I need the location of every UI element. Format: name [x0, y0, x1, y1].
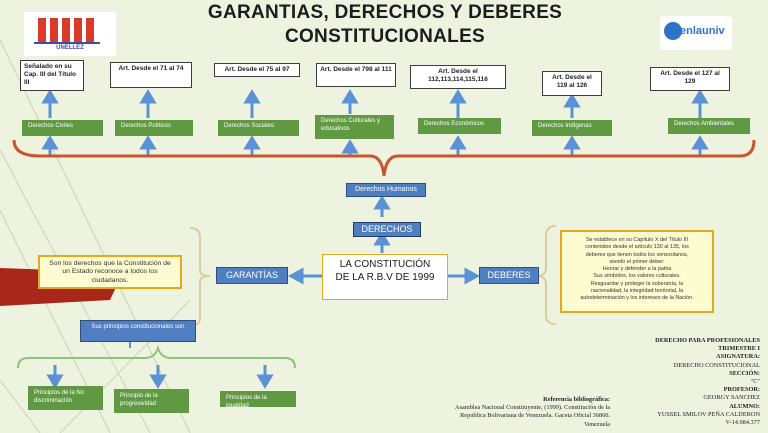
enlauniv-logo-text: enlauniv [680, 25, 725, 37]
constitucion-box: LA CONSTITUCIÓN DE LA R.B.V DE 1999 [322, 254, 448, 300]
title-line-2: CONSTITUCIONALES [284, 26, 486, 47]
info-alumno: YUSSEL SMILOV PEÑA CALDERON [657, 410, 760, 418]
info-asignatura: DERECHO CONSTITUCIONAL [673, 361, 760, 369]
deberes-note-line: autodeterminación y los intereses de la … [580, 295, 694, 302]
deberes-box: DEBERES [479, 267, 539, 284]
reference-label: Referencia bibliográfica: [543, 396, 610, 403]
title-line-1: GARANTIAS, DERECHOS Y DEBERES [207, 2, 563, 23]
unellez-logo-icon [34, 18, 100, 44]
top-box-5: Art. Desde el 112,113,114,115,116 [410, 65, 506, 89]
info-seccion-label: SECCIÓN: [729, 369, 760, 377]
reference-line: Venezuela [584, 420, 610, 428]
category-derechos-culturales: Derechos Culturales y educativos [315, 115, 394, 139]
deberes-note: Se establece en su Capítulo X del Título… [560, 230, 714, 313]
derechos-humanos-box: Derechos Humanos [346, 183, 426, 197]
category-derechos-civiles: Derechos Civiles [22, 120, 103, 136]
course-info: DERECHO PARA PROFESIONALES TRIMESTRE I A… [596, 337, 760, 427]
info-asignatura-label: ASIGNATURA: [716, 353, 760, 361]
principios-label-box: Sus principios constitucionales son [80, 320, 196, 342]
principio-no-discriminacion: Principios de la No discriminación [28, 386, 103, 410]
deberes-note-line: Sus símbolos, los valores culturales. [593, 273, 681, 280]
deberes-note-line: deberes que tienen todos los venezolanos… [585, 251, 689, 258]
reference-block: Referencia bibliográfica: Asamblea Nacio… [414, 396, 610, 429]
deberes-note-line: Honrar y defender a la patria [602, 266, 672, 273]
info-alumno-label: ALUMNO: [729, 402, 760, 410]
unellez-logo: UNELLEZ [24, 12, 116, 56]
unellez-logo-text: UNELLEZ [56, 45, 84, 51]
globe-icon [664, 22, 682, 40]
top-box-6: Art. Desde el 119 al 126 [542, 71, 602, 96]
category-derechos-economicos: Derechos Económicos [418, 118, 501, 134]
info-seccion: "C" [750, 378, 760, 386]
category-derechos-politicos: Derechos Políticos [115, 120, 193, 136]
top-box-3: Art. Desde el 75 al 97 [214, 63, 300, 77]
reference-line: Asamblea Nacional Constituyente, (1999).… [455, 404, 610, 412]
category-derechos-sociales: Derechos Sociales [218, 120, 299, 136]
derechos-box: DERECHOS [353, 222, 421, 237]
category-derechos-ambientales: Derechos Ambientales [668, 118, 750, 134]
top-box-2: Art. Desde el 71 al 74 [110, 62, 192, 88]
principio-igualdad: Principios de la igualdad [220, 391, 296, 409]
deberes-note-line: Resguardar y proteger la soberanía, la [590, 280, 684, 287]
enlauniv-logo: enlauniv [660, 16, 732, 50]
garantias-box: GARANTÍAS [216, 267, 288, 284]
top-box-7: Art. Desde el 127 al 129 [650, 67, 730, 91]
info-trimestre: TRIMESTRE I [718, 345, 760, 353]
reference-line: Republica Bolivariana de Venezuela. Gace… [460, 412, 610, 420]
garantias-note: Son los derechos que la Constitución de … [38, 255, 182, 289]
category-derechos-indigenas: Derechos Indígenas [532, 120, 612, 136]
info-profesor: GEORGY SANCHEZ [703, 394, 760, 402]
info-course: DERECHO PARA PROFESIONALES [655, 337, 760, 344]
info-profesor-label: PROFESOR: [723, 386, 760, 394]
deberes-note-line: nacionalidad, la integridad territorial,… [590, 288, 684, 295]
deberes-note-line: Se establece en su Capítulo X del Título… [585, 237, 689, 243]
deberes-note-line: siendo el primer deber: [609, 258, 665, 265]
top-box-1: Señalado en su Cap. III del Título III [20, 60, 84, 91]
principio-progresividad: Principio de la progresividad [114, 389, 189, 413]
bracket-orange [12, 139, 756, 177]
top-box-4: Art. Desde el 798 al 111 [316, 63, 396, 87]
info-cedula: V-14.984.377 [725, 419, 760, 427]
deberes-note-line: contenidos desde el artículo 130 al 135,… [585, 244, 689, 251]
